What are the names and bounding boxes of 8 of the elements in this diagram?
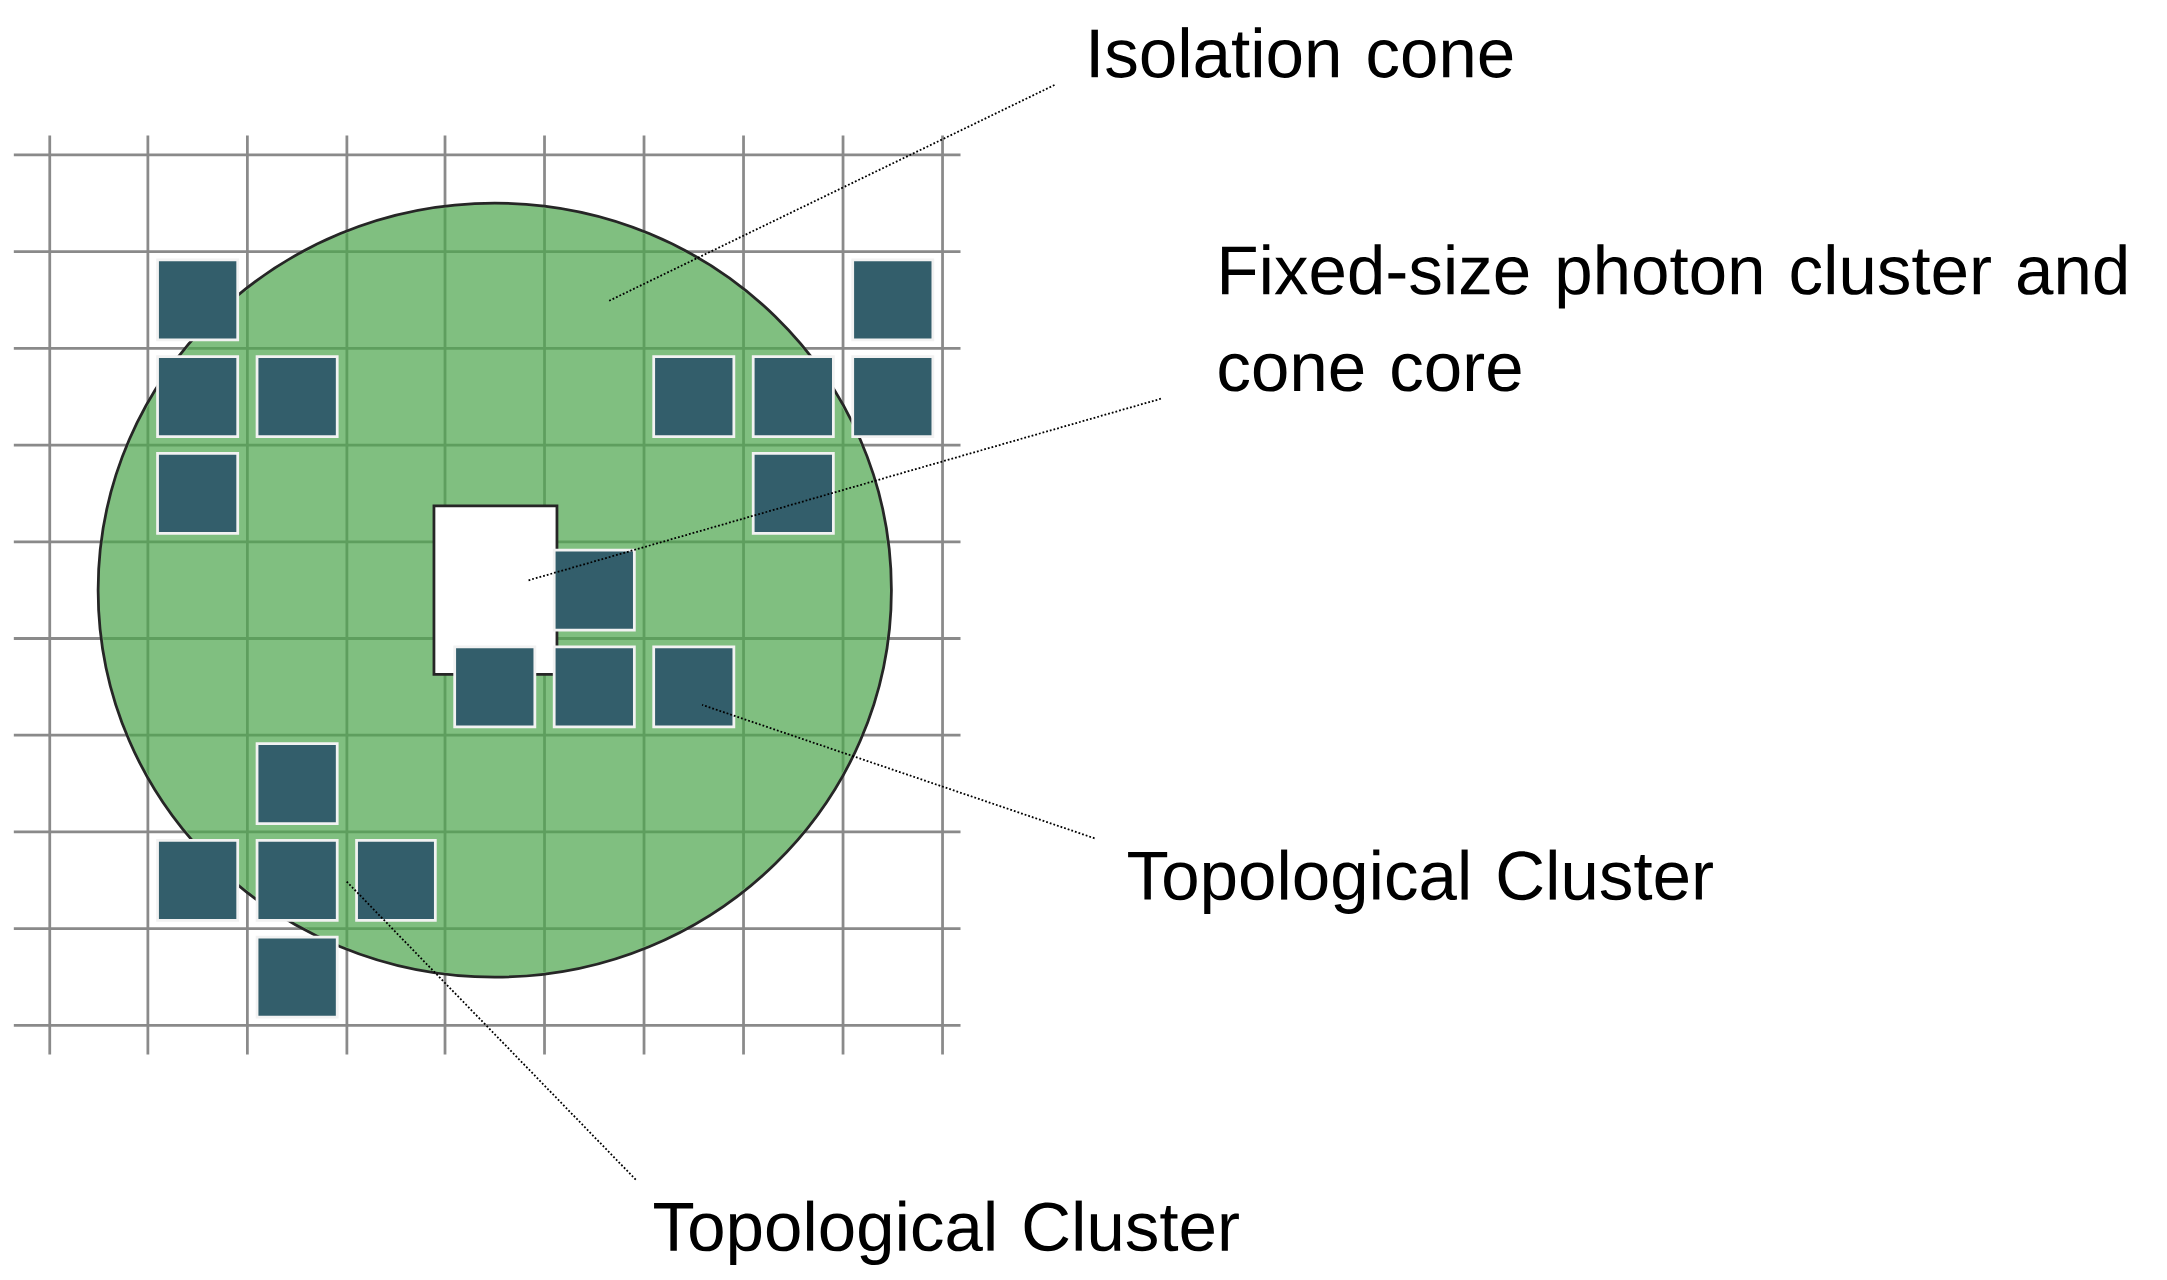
leader-line: [527, 397, 1162, 582]
callout-text: Topological Cluster: [654, 1200, 1239, 1266]
callout-text: Topological Cluster: [1128, 849, 1713, 915]
leader-line: [607, 84, 1056, 303]
leader-line: [344, 879, 637, 1181]
callout-text: Isolation cone: [1091, 27, 1513, 78]
callout-text: Fixed-size photon cluster and cone core: [1219, 244, 2126, 392]
leader-line: [701, 704, 1096, 840]
